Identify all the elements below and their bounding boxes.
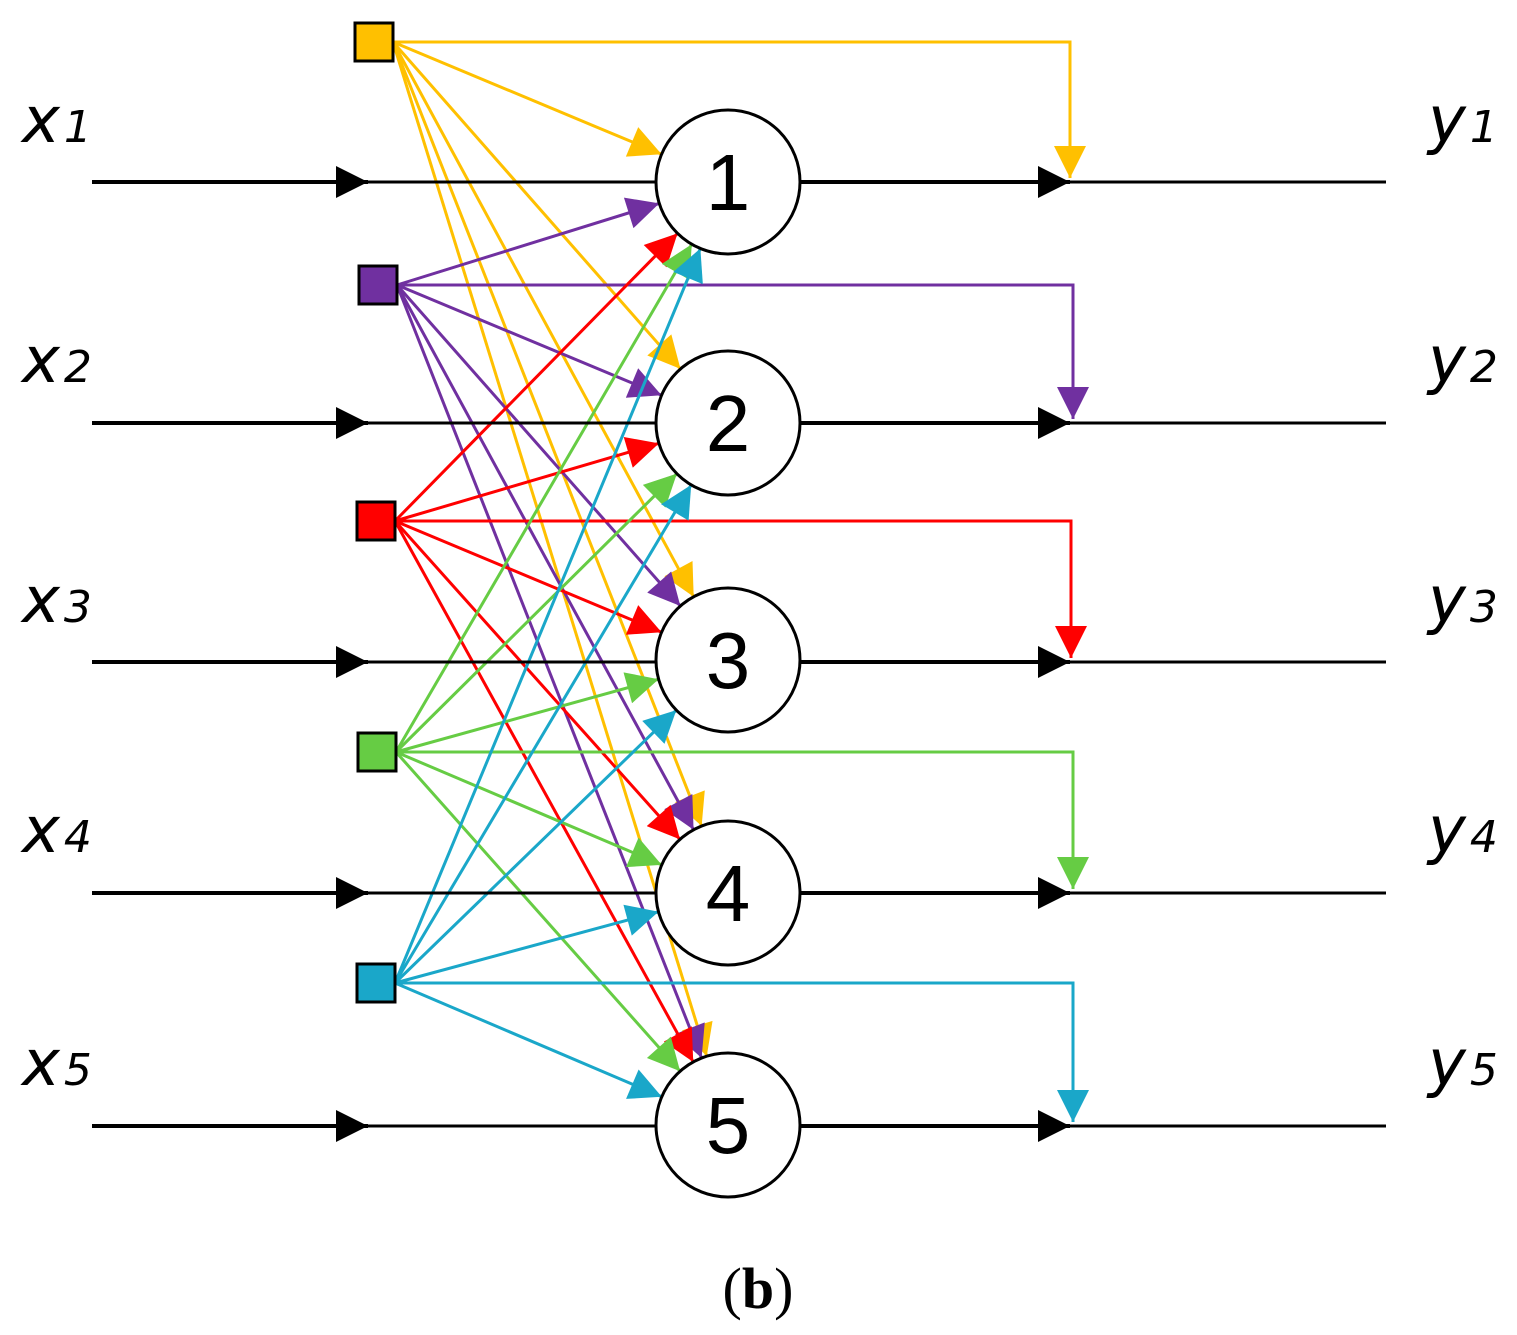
source-2-to-node-2 [396, 283, 663, 398]
source-3-to-node-3 [394, 519, 663, 635]
coupling-source-1 [353, 21, 395, 63]
caption: (b) [723, 1256, 794, 1321]
input-label-4: x4 [20, 794, 92, 868]
node-circle [654, 349, 802, 497]
output-label-subscript: 1 [1470, 102, 1498, 153]
node-label: 4 [706, 849, 751, 938]
node-circle [654, 819, 802, 967]
source-3-to-node-1 [393, 232, 679, 523]
nodes: 1 2 3 4 5 [654, 108, 802, 1199]
caption-close: ) [774, 1256, 793, 1321]
input-label-letter: x [20, 794, 61, 868]
output-label-letter: y [1426, 324, 1467, 398]
input-label-subscript: 2 [64, 342, 92, 393]
coupling-source-3 [355, 500, 397, 542]
input-label-letter: x [20, 1027, 61, 1101]
source-3-output-link [395, 519, 1087, 658]
source-1-to-node-1 [392, 40, 663, 157]
output-label-1: y1 [1426, 84, 1498, 158]
output-label-5: y5 [1426, 1027, 1498, 1101]
source-4-to-node-4 [395, 750, 663, 868]
input-label-subscript: 3 [64, 582, 92, 633]
output-label-subscript: 4 [1470, 812, 1498, 863]
input-label-subscript: 4 [64, 812, 92, 863]
node-4: 4 [654, 819, 802, 967]
input-label-letter: x [20, 84, 61, 158]
node-label: 5 [706, 1081, 751, 1170]
input-label-letter: x [20, 564, 61, 638]
output-label-letter: y [1426, 84, 1467, 158]
source-5-to-node-2 [393, 484, 693, 984]
source-5-output-link [395, 981, 1089, 1122]
coupling-source-4 [356, 731, 398, 773]
output-label-letter: y [1426, 1027, 1467, 1101]
source-1-to-node-5 [391, 41, 713, 1057]
source-5-to-node-1 [393, 247, 703, 984]
source-2-output-link [397, 283, 1089, 419]
node-1: 1 [654, 108, 802, 256]
output-label-subscript: 5 [1470, 1045, 1498, 1096]
source-3-to-node-5 [393, 520, 695, 1063]
output-label-subscript: 3 [1470, 582, 1498, 633]
source-5-to-node-5 [394, 981, 663, 1099]
source-4-output-link [396, 750, 1089, 889]
source-4-to-node-2 [394, 472, 678, 754]
output-label-letter: y [1426, 564, 1467, 638]
source-3-to-node-4 [393, 519, 682, 841]
node-circle [654, 1051, 802, 1199]
caption-open: ( [723, 1256, 742, 1321]
coupling-connections [391, 40, 1089, 1122]
output-label-subscript: 2 [1470, 342, 1498, 393]
input-label-letter: x [20, 324, 61, 398]
source-5-to-node-4 [394, 904, 659, 985]
output-label-letter: y [1426, 794, 1467, 868]
caption-letter: b [742, 1256, 774, 1321]
node-2: 2 [654, 349, 802, 497]
signal-lines [92, 166, 1386, 1142]
input-label-5: x5 [20, 1027, 92, 1101]
source-4-to-node-5 [394, 751, 682, 1073]
output-label-2: y2 [1426, 324, 1498, 398]
input-label-subscript: 1 [64, 102, 92, 153]
node-5: 5 [654, 1051, 802, 1199]
coupling-source-5 [355, 962, 397, 1004]
source-2-to-node-3 [395, 284, 682, 608]
source-1-to-node-2 [391, 41, 682, 370]
node-label: 1 [706, 138, 751, 227]
source-4-to-node-3 [395, 672, 660, 754]
node-label: 3 [706, 616, 751, 705]
output-label-4: y4 [1426, 794, 1498, 868]
input-label-subscript: 5 [64, 1045, 92, 1096]
coupling-sources [353, 21, 399, 1004]
node-3: 3 [654, 586, 802, 734]
input-label-3: x3 [20, 564, 92, 638]
source-2-to-node-1 [396, 197, 660, 287]
source-4-to-node-1 [394, 243, 694, 753]
node-circle [654, 586, 802, 734]
coupling-source-2 [357, 264, 399, 306]
output-label-3: y3 [1426, 564, 1498, 638]
source-1-output-link [393, 40, 1086, 178]
input-label-2: x2 [20, 324, 92, 398]
node-circle [654, 108, 802, 256]
node-label: 2 [706, 379, 751, 468]
source-5-to-node-3 [393, 709, 678, 985]
input-label-1: x1 [20, 84, 92, 158]
